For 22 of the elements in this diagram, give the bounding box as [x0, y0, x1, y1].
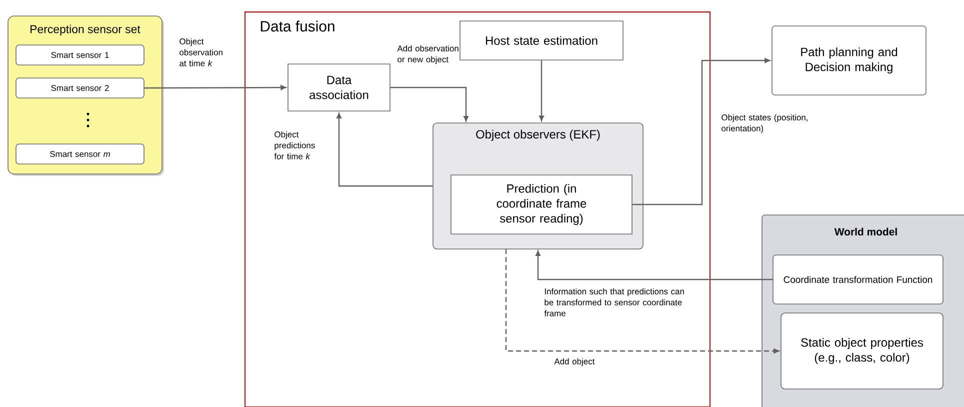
- arrow: [505, 249, 780, 354]
- arrow: [390, 86, 468, 122]
- edge-label: Object observation at time k: [180, 38, 222, 66]
- edge-label: Information such that predictions can be transformed to sensor coordinate frame: [544, 288, 684, 316]
- process-box: Static object properties (e.g., class, color): [780, 312, 944, 390]
- edge-label: Add observation or new object: [397, 45, 458, 64]
- arrow: [144, 85, 286, 90]
- sensor-box: Smart sensor m: [16, 144, 144, 164]
- arrow: [539, 60, 544, 122]
- arrow: [632, 58, 770, 206]
- process-box: Path planning and Decision making: [772, 26, 926, 96]
- sensor-box: Smart sensor 1: [16, 44, 144, 66]
- process-box: Coordinate transformation Function: [772, 254, 944, 304]
- arrow: [336, 112, 433, 187]
- edge-label: Add object: [554, 358, 595, 366]
- process-box: Host state estimation: [460, 20, 624, 60]
- process-box: Data association: [288, 64, 390, 112]
- edge-label: Object states (position, orientation): [722, 114, 808, 134]
- sensor-box: Smart sensor 2: [16, 78, 144, 98]
- arrow: [536, 250, 773, 280]
- edge-label: Object predictions for time k: [274, 131, 315, 160]
- process-box: Prediction (in coordinate frame sensor reading): [450, 174, 632, 234]
